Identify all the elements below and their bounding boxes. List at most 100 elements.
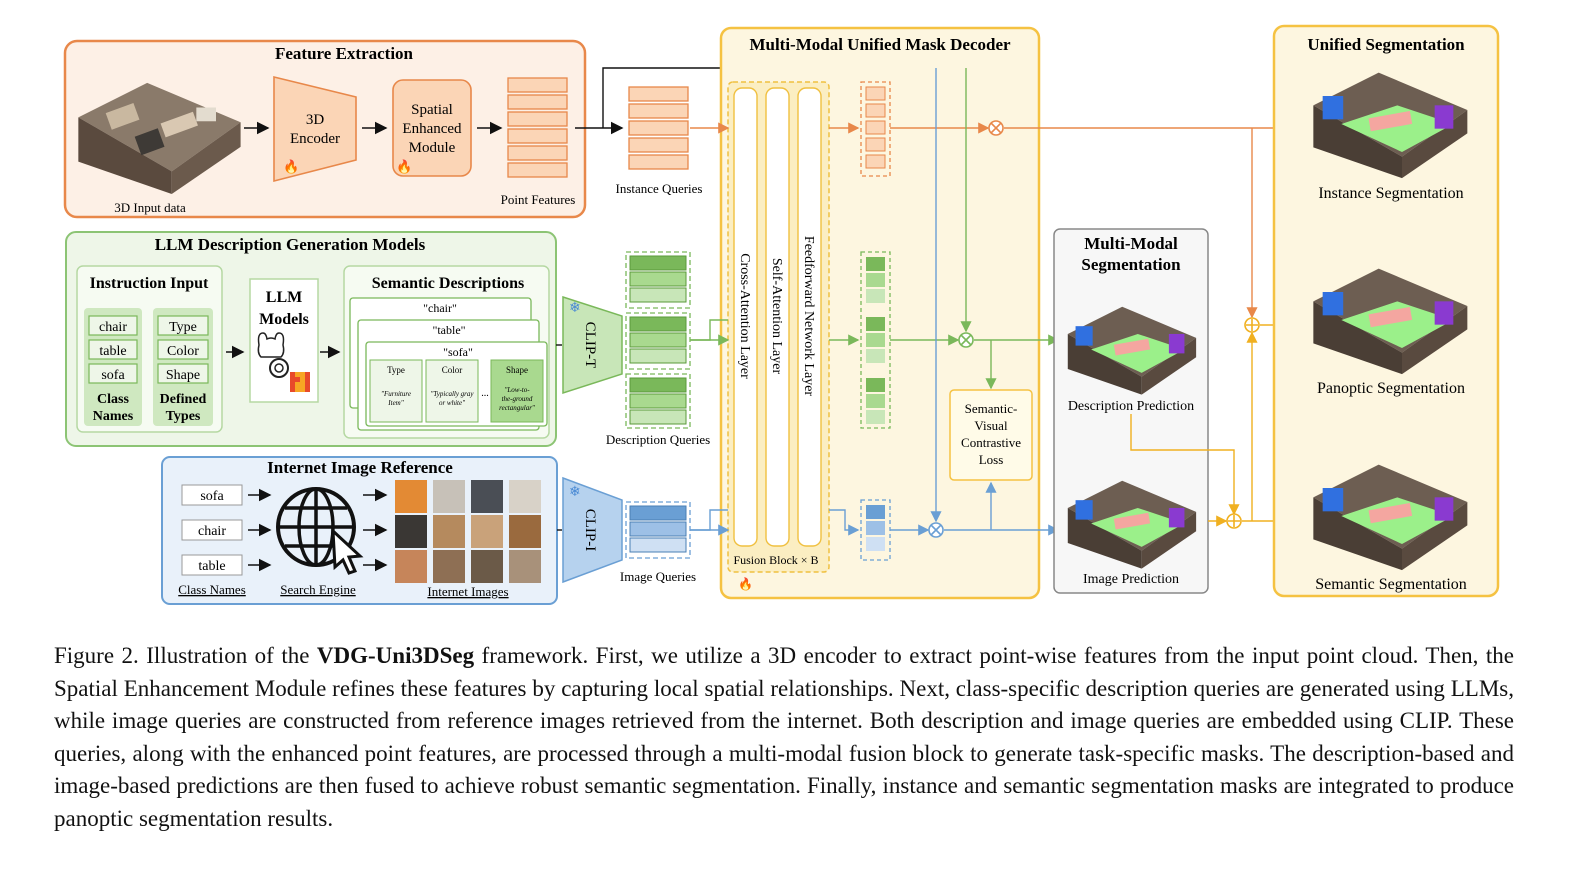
- defined-types-label-2: Types: [166, 409, 201, 424]
- clip-i-encoder: [562, 476, 623, 584]
- instance-queries-label: Instance Queries: [616, 181, 703, 196]
- card-type-value-1: "Furniture: [381, 390, 411, 398]
- caption-prefix: Figure 2. Illustration of the: [54, 643, 317, 668]
- feature-extraction-title: Feature Extraction: [275, 44, 414, 63]
- multiply-node-image: [928, 522, 944, 538]
- card-shape-value-3: rectangular": [499, 404, 535, 412]
- instance-queries-stack: [628, 86, 689, 170]
- llama-icon: [257, 332, 285, 358]
- search-engine-label: Search Engine: [280, 582, 356, 597]
- description-card-label: "sofa": [443, 345, 473, 359]
- internet-panel-title: Internet Image Reference: [267, 458, 453, 477]
- loss-label-2: Visual: [974, 418, 1008, 433]
- mm-seg-title-1: Multi-Modal: [1084, 234, 1178, 253]
- loss-label-3: Contrastive: [961, 435, 1021, 450]
- description-card-label: "chair": [423, 301, 457, 315]
- point-features-label: Point Features: [501, 192, 576, 207]
- multiply-node-description: [958, 332, 974, 348]
- unified-seg-title: Unified Segmentation: [1307, 35, 1465, 54]
- loss-label-4: Loss: [979, 452, 1004, 467]
- snowflake-icon: ❄: [569, 485, 581, 500]
- clip-t-label: CLIP-T: [582, 322, 598, 369]
- encoder-label-1: 3D: [306, 112, 325, 128]
- mm-seg-title-2: Segmentation: [1081, 255, 1181, 274]
- type-item: Color: [167, 344, 199, 359]
- card-shape-head: Shape: [506, 365, 528, 375]
- description-queries-stack: [625, 251, 691, 429]
- class-name-item: table: [99, 344, 126, 359]
- mistral-icon: [290, 372, 310, 392]
- semantic-segmentation-label: Semantic Segmentation: [1315, 576, 1467, 593]
- internet-class-name: table: [198, 559, 225, 574]
- class-names-label-1: Class: [97, 392, 129, 407]
- card-color-head: Color: [442, 365, 463, 375]
- input-data-label: 3D Input data: [114, 200, 186, 215]
- caption-body: framework. First, we utilize a 3D encode…: [54, 643, 1514, 831]
- ffn-layer: [797, 87, 822, 547]
- type-item: Shape: [166, 368, 200, 383]
- card-shape-value-2: the-ground: [502, 395, 533, 403]
- llm-models-label-2: Models: [259, 311, 309, 328]
- fire-icon: 🔥: [396, 159, 412, 174]
- instruction-input-title: Instruction Input: [90, 275, 209, 292]
- cross-attention-label: Cross-Attention Layer: [737, 253, 752, 379]
- figure-caption: Figure 2. Illustration of the VDG-Uni3DS…: [54, 640, 1514, 835]
- card-shape-value-1: "Low-to-: [504, 386, 530, 394]
- sem-label-2: Enhanced: [402, 121, 462, 137]
- type-item: Type: [169, 320, 197, 335]
- point-features-stack: [507, 77, 568, 178]
- card-type-value-2: Item": [387, 399, 403, 407]
- llm-models-label-1: LLM: [266, 289, 302, 306]
- description-prediction-label: Description Prediction: [1068, 399, 1194, 414]
- card-color-value-2: or white": [439, 399, 465, 407]
- caption-framework-name: VDG-Uni3DSeg: [316, 643, 475, 668]
- framework-diagram: Feature Extraction 3D Input data 3D Enco…: [63, 24, 1500, 605]
- globe-search-icon: [276, 487, 364, 575]
- description-queries-label: Description Queries: [606, 432, 710, 447]
- semantic-descriptions-title: Semantic Descriptions: [372, 275, 524, 292]
- description-card-label: "table": [432, 323, 465, 337]
- loss-label-1: Semantic-: [965, 401, 1018, 416]
- instance-output-stack: [860, 81, 891, 177]
- class-name-item: sofa: [101, 368, 125, 383]
- 3d-encoder: [273, 75, 357, 183]
- add-node-semantic: [1226, 513, 1242, 529]
- sem-label-3: Module: [409, 140, 456, 156]
- add-node-panoptic: [1244, 317, 1260, 333]
- internet-class-names-label: Class Names: [178, 582, 246, 597]
- encoder-label-2: Encoder: [290, 131, 340, 147]
- internet-class-name: chair: [198, 524, 226, 539]
- description-output-stack: [860, 251, 891, 429]
- self-attention-layer: [765, 87, 790, 547]
- image-queries-stack: [625, 501, 691, 559]
- snowflake-icon: ❄: [569, 301, 581, 316]
- image-output-stack: [860, 499, 891, 561]
- internet-images-grid: [395, 480, 541, 583]
- card-type-head: Type: [387, 365, 405, 375]
- internet-images-label: Internet Images: [427, 584, 508, 599]
- openai-icon: [269, 358, 289, 378]
- instance-segmentation-label: Instance Segmentation: [1318, 185, 1463, 202]
- self-attention-label: Self-Attention Layer: [769, 258, 784, 375]
- card-color-value-1: "Typically gray: [430, 390, 474, 398]
- fire-icon: 🔥: [738, 577, 753, 591]
- contrastive-loss-box: [949, 389, 1033, 481]
- clip-t-encoder: [562, 295, 623, 395]
- multiply-node-instance: [988, 120, 1004, 136]
- image-prediction-label: Image Prediction: [1083, 572, 1179, 587]
- decoder-title: Multi-Modal Unified Mask Decoder: [749, 35, 1011, 54]
- class-names-label-2: Names: [93, 409, 134, 424]
- image-queries-label: Image Queries: [620, 569, 696, 584]
- ffn-label: Feedforward Network Layer: [801, 236, 816, 396]
- sem-label-1: Spatial: [411, 102, 453, 118]
- card-ellipsis: ...: [481, 388, 489, 399]
- internet-class-name: sofa: [200, 489, 224, 504]
- panoptic-segmentation-label: Panoptic Segmentation: [1317, 380, 1465, 397]
- clip-i-label: CLIP-I: [582, 509, 598, 552]
- fire-icon: 🔥: [283, 159, 299, 174]
- fusion-block-label: Fusion Block × B: [733, 553, 818, 567]
- llm-panel-title: LLM Description Generation Models: [155, 235, 426, 254]
- cross-attention-layer: [733, 87, 758, 547]
- defined-types-label-1: Defined: [160, 392, 207, 407]
- spatial-enhanced-module: [392, 79, 472, 177]
